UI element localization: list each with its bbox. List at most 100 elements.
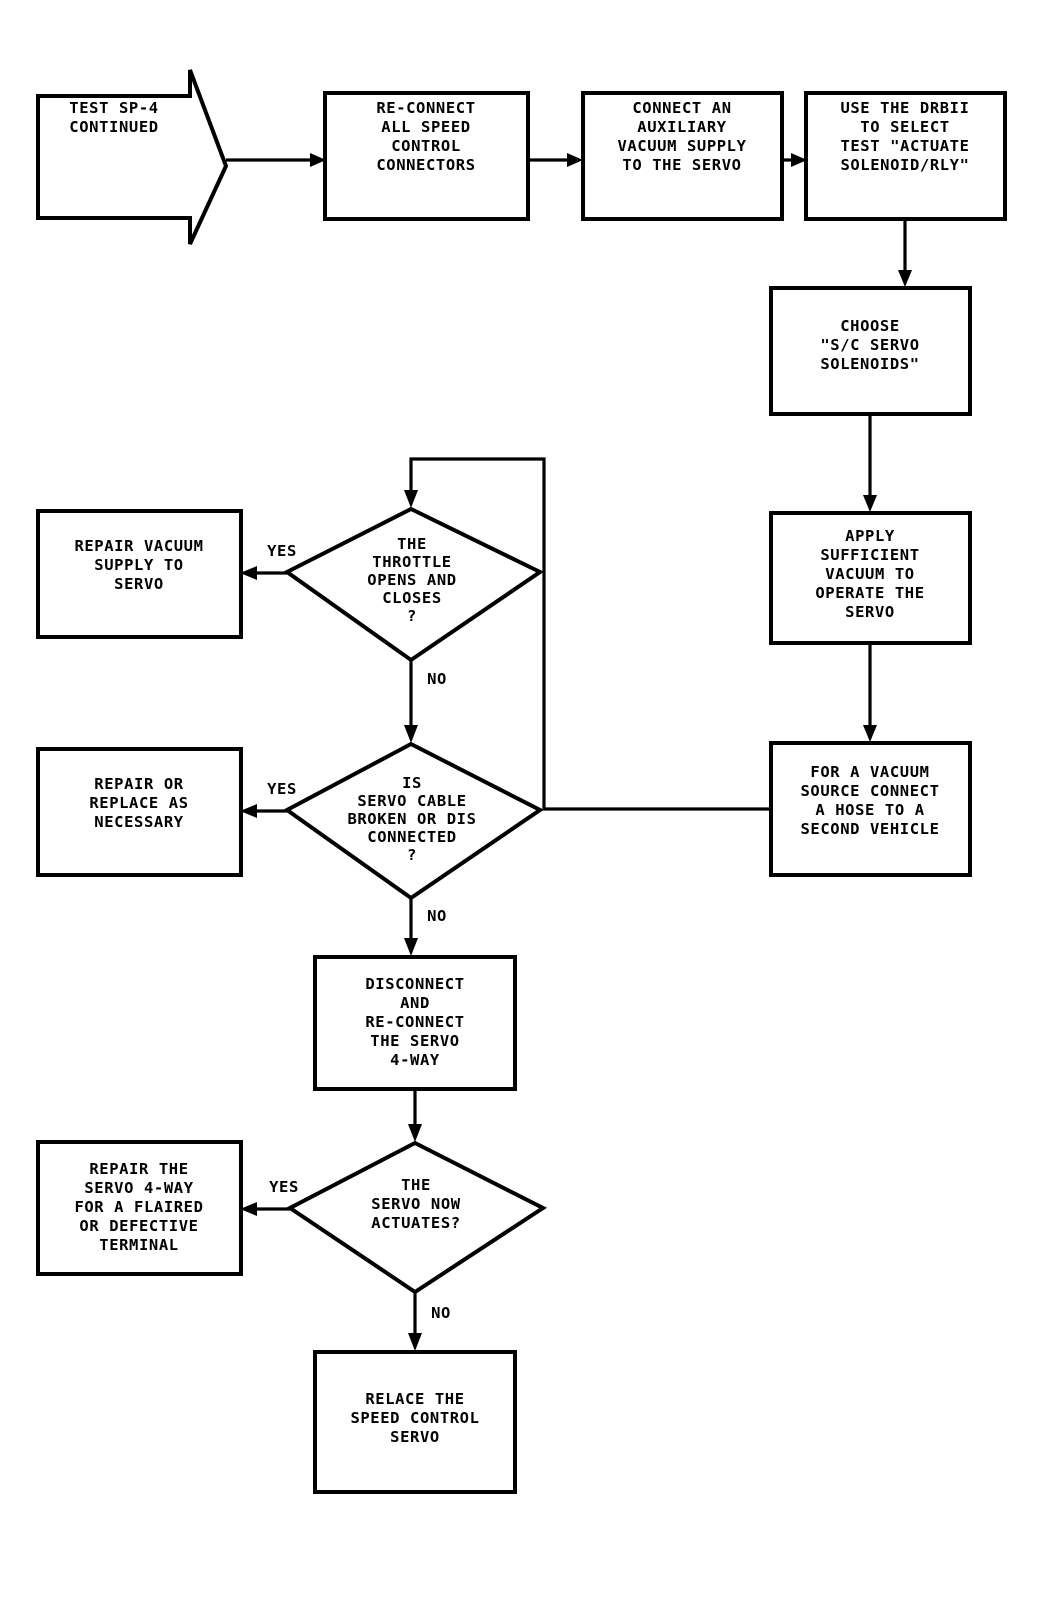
edge-apply-to-second-vehicle (863, 643, 877, 742)
node-servo-actuates-decision[interactable]: THE SERVO NOW ACTUATES? (286, 1140, 547, 1295)
drbii-line-3: TEST "ACTUATE (840, 137, 969, 155)
node-cable-decision[interactable]: IS SERVO CABLE BROKEN OR DIS CONNECTED ? (283, 741, 544, 901)
edge-throttle-no: NO (404, 660, 447, 743)
repair-vac-line-2: SUPPLY TO (94, 556, 183, 574)
cable-line-2: SERVO CABLE (357, 792, 466, 810)
repair-vacuum-supply-shape (36, 509, 243, 639)
node-reconnect-connectors[interactable]: RE-CONNECT ALL SPEED CONTROL CONNECTORS (323, 91, 530, 221)
choose-line-1: CHOOSE (840, 317, 900, 335)
throttle-line-2: THROTTLE (372, 553, 451, 571)
throttle-yes-label: YES (267, 542, 297, 560)
apply-line-2: SUFFICIENT (820, 546, 919, 564)
edge-choose-to-apply (863, 414, 877, 512)
repair-or-replace-shape (36, 747, 243, 877)
node-repair-servo-4way[interactable]: REPAIR THE SERVO 4-WAY FOR A FLAIRED OR … (36, 1140, 243, 1276)
edge-aux-vacuum-to-drbii (782, 153, 807, 167)
edge-actuates-yes: YES (240, 1178, 299, 1216)
repair-4way-line-1: REPAIR THE (89, 1160, 188, 1178)
actuates-line-1: THE (401, 1176, 431, 1194)
reconnect-line-2: ALL SPEED (381, 118, 470, 136)
repair-4way-line-3: FOR A FLAIRED (74, 1198, 203, 1216)
node-apply-vacuum[interactable]: APPLY SUFFICIENT VACUUM TO OPERATE THE S… (769, 511, 972, 645)
drbii-line-1: USE THE DRBII (840, 99, 969, 117)
start-arrow-line-2: CONTINUED (69, 118, 158, 136)
edge-reconnect-to-aux-vacuum (528, 153, 583, 167)
repair-replace-line-3: NECESSARY (94, 813, 183, 831)
disconnect-line-3: RE-CONNECT (365, 1013, 464, 1031)
edge-actuates-no: NO (408, 1292, 451, 1351)
throttle-line-1: THE (397, 535, 427, 553)
reconnect-line-4: CONNECTORS (376, 156, 475, 174)
reconnect-line-1: RE-CONNECT (376, 99, 475, 117)
aux-vacuum-line-4: TO THE SERVO (622, 156, 741, 174)
disconnect-line-4: THE SERVO (370, 1032, 459, 1050)
drbii-line-2: TO SELECT (860, 118, 949, 136)
repair-vac-line-3: SERVO (114, 575, 164, 593)
replace-servo-shape (313, 1350, 517, 1494)
second-vehicle-line-3: A HOSE TO A (815, 801, 924, 819)
edge-throttle-yes: YES (240, 542, 297, 580)
reconnect-line-3: CONTROL (391, 137, 461, 155)
actuates-no-label: NO (431, 1304, 451, 1322)
edge-second-vehicle-to-throttle (404, 457, 771, 811)
node-aux-vacuum[interactable]: CONNECT AN AUXILIARY VACUUM SUPPLY TO TH… (581, 91, 784, 221)
second-vehicle-line-1: FOR A VACUUM (810, 763, 929, 781)
aux-vacuum-line-2: AUXILIARY (637, 118, 726, 136)
node-throttle-decision[interactable]: THE THROTTLE OPENS AND CLOSES ? (283, 506, 544, 663)
node-choose-sc-servo[interactable]: CHOOSE "S/C SERVO SOLENOIDS" (769, 286, 972, 416)
edge-start-to-reconnect (226, 153, 326, 167)
node-replace-servo[interactable]: RELACE THE SPEED CONTROL SERVO (313, 1350, 517, 1494)
disconnect-line-1: DISCONNECT (365, 975, 464, 993)
repair-replace-line-2: REPLACE AS (89, 794, 188, 812)
node-repair-or-replace[interactable]: REPAIR OR REPLACE AS NECESSARY (36, 747, 243, 877)
apply-line-4: OPERATE THE (815, 584, 924, 602)
apply-line-5: SERVO (845, 603, 895, 621)
cable-line-3: BROKEN OR DIS (347, 810, 476, 828)
aux-vacuum-line-1: CONNECT AN (632, 99, 731, 117)
node-repair-vacuum-supply[interactable]: REPAIR VACUUM SUPPLY TO SERVO (36, 509, 243, 639)
disconnect-line-5: 4-WAY (390, 1051, 440, 1069)
apply-vacuum-shape (769, 511, 972, 645)
disconnect-line-2: AND (400, 994, 430, 1012)
disconnect-reconnect-shape (313, 955, 517, 1091)
edge-cable-no: NO (404, 898, 447, 956)
repair-4way-line-4: OR DEFECTIVE (79, 1217, 198, 1235)
node-disconnect-reconnect[interactable]: DISCONNECT AND RE-CONNECT THE SERVO 4-WA… (313, 955, 517, 1091)
apply-line-1: APPLY (845, 527, 895, 545)
apply-line-3: VACUUM TO (825, 565, 914, 583)
use-drbii-shape (804, 91, 1007, 221)
replace-servo-line-3: SERVO (390, 1428, 440, 1446)
throttle-line-5: ? (407, 607, 417, 625)
start-arrow-shape (36, 69, 229, 245)
cable-line-4: CONNECTED (367, 828, 456, 846)
actuates-yes-label: YES (269, 1178, 299, 1196)
node-second-vehicle[interactable]: FOR A VACUUM SOURCE CONNECT A HOSE TO A … (769, 741, 972, 877)
edge-cable-yes: YES (240, 780, 297, 818)
reconnect-connectors-shape (323, 91, 530, 221)
start-arrow-line-1: TEST SP-4 (69, 99, 158, 117)
edge-drbii-to-choose (898, 219, 912, 287)
node-use-drbii[interactable]: USE THE DRBII TO SELECT TEST "ACTUATE SO… (804, 91, 1007, 221)
aux-vacuum-line-3: VACUUM SUPPLY (617, 137, 746, 155)
throttle-line-4: CLOSES (382, 589, 442, 607)
repair-4way-line-5: TERMINAL (99, 1236, 178, 1254)
cable-line-5: ? (407, 846, 417, 864)
actuates-line-3: ACTUATES? (371, 1214, 460, 1232)
actuates-line-2: SERVO NOW (371, 1195, 460, 1213)
drbii-line-4: SOLENOID/RLY" (840, 156, 969, 174)
second-vehicle-line-2: SOURCE CONNECT (800, 782, 939, 800)
replace-servo-line-1: RELACE THE (365, 1390, 464, 1408)
choose-line-2: "S/C SERVO (820, 336, 919, 354)
cable-yes-label: YES (267, 780, 297, 798)
replace-servo-line-2: SPEED CONTROL (350, 1409, 479, 1427)
second-vehicle-line-4: SECOND VEHICLE (800, 820, 939, 838)
cable-no-label: NO (427, 907, 447, 925)
repair-4way-line-2: SERVO 4-WAY (84, 1179, 193, 1197)
throttle-no-label: NO (427, 670, 447, 688)
repair-replace-line-1: REPAIR OR (94, 775, 183, 793)
second-vehicle-shape (769, 741, 972, 877)
node-start-arrow[interactable]: TEST SP-4 CONTINUED (36, 69, 229, 245)
edge-disconnect-to-actuates (408, 1089, 422, 1142)
